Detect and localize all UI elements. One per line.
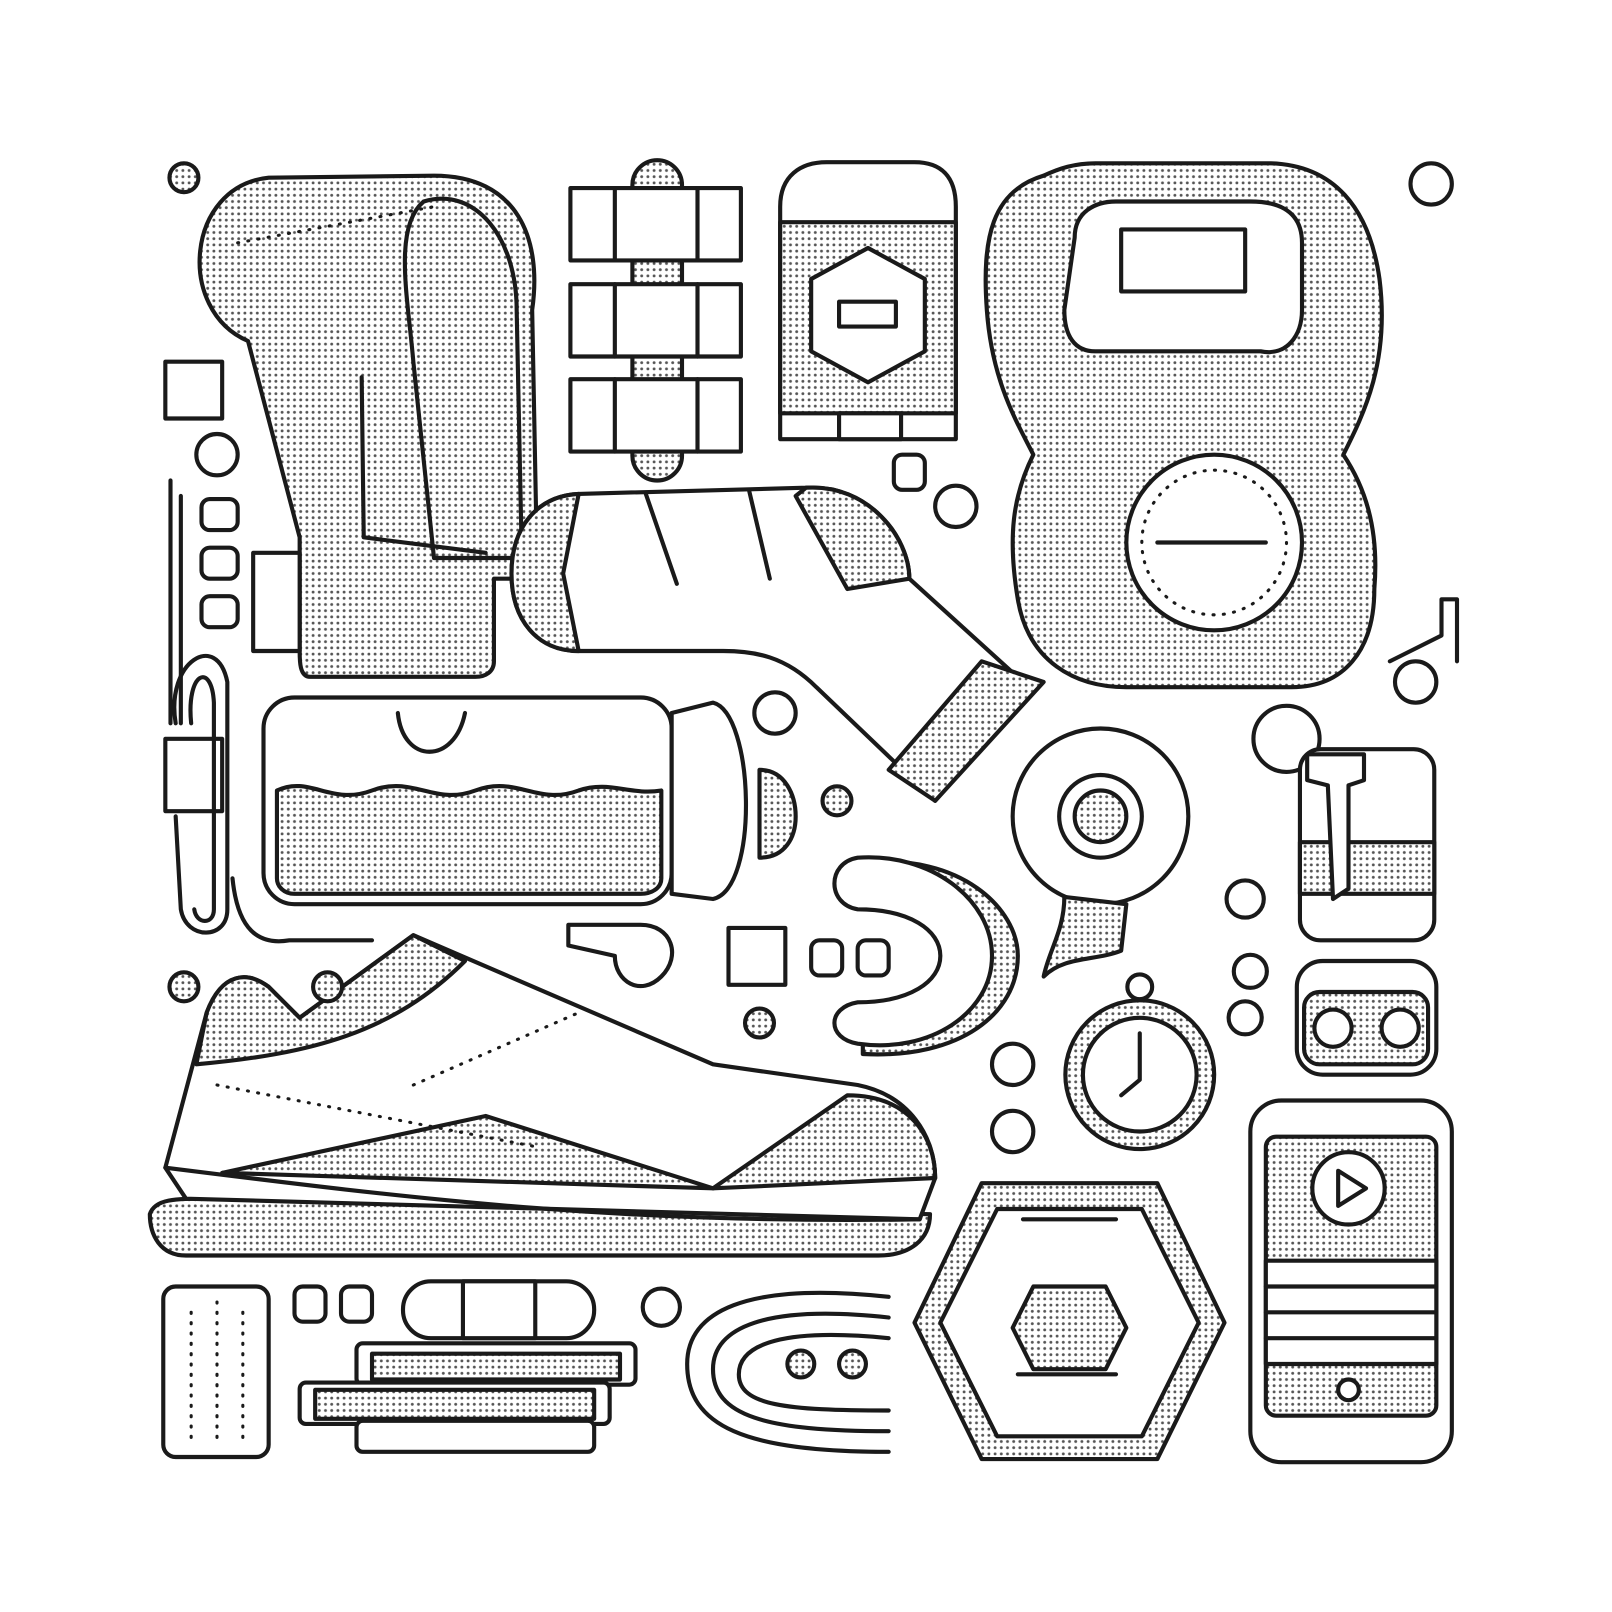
tape-roll-icon [1010,726,1191,979]
jump-rope-icon [163,478,375,944]
earbuds-case-icon [1294,958,1439,1077]
sneaker-icon [147,933,938,1258]
water-bottle-icon [261,695,798,907]
kettlebell-icon [983,161,1384,690]
stopwatch-icon [1063,972,1217,1152]
bandage-icon [400,1279,597,1341]
sock-icon [509,485,1046,803]
decorative-dots [163,161,1454,1155]
boxing-glove-icon [197,173,540,679]
hand-grip-icon [297,1341,638,1454]
mouthguard-icon [832,855,1020,1057]
whistle-icon [566,597,1460,989]
deodorant-icon [778,160,958,442]
keys-icon [1251,703,1437,943]
weight-plate-icon [912,1181,1227,1462]
smartphone-icon [1248,1098,1454,1465]
resistance-band-icon [640,1286,891,1454]
foam-roller-icon [568,158,743,483]
towel-icon [161,1284,375,1460]
